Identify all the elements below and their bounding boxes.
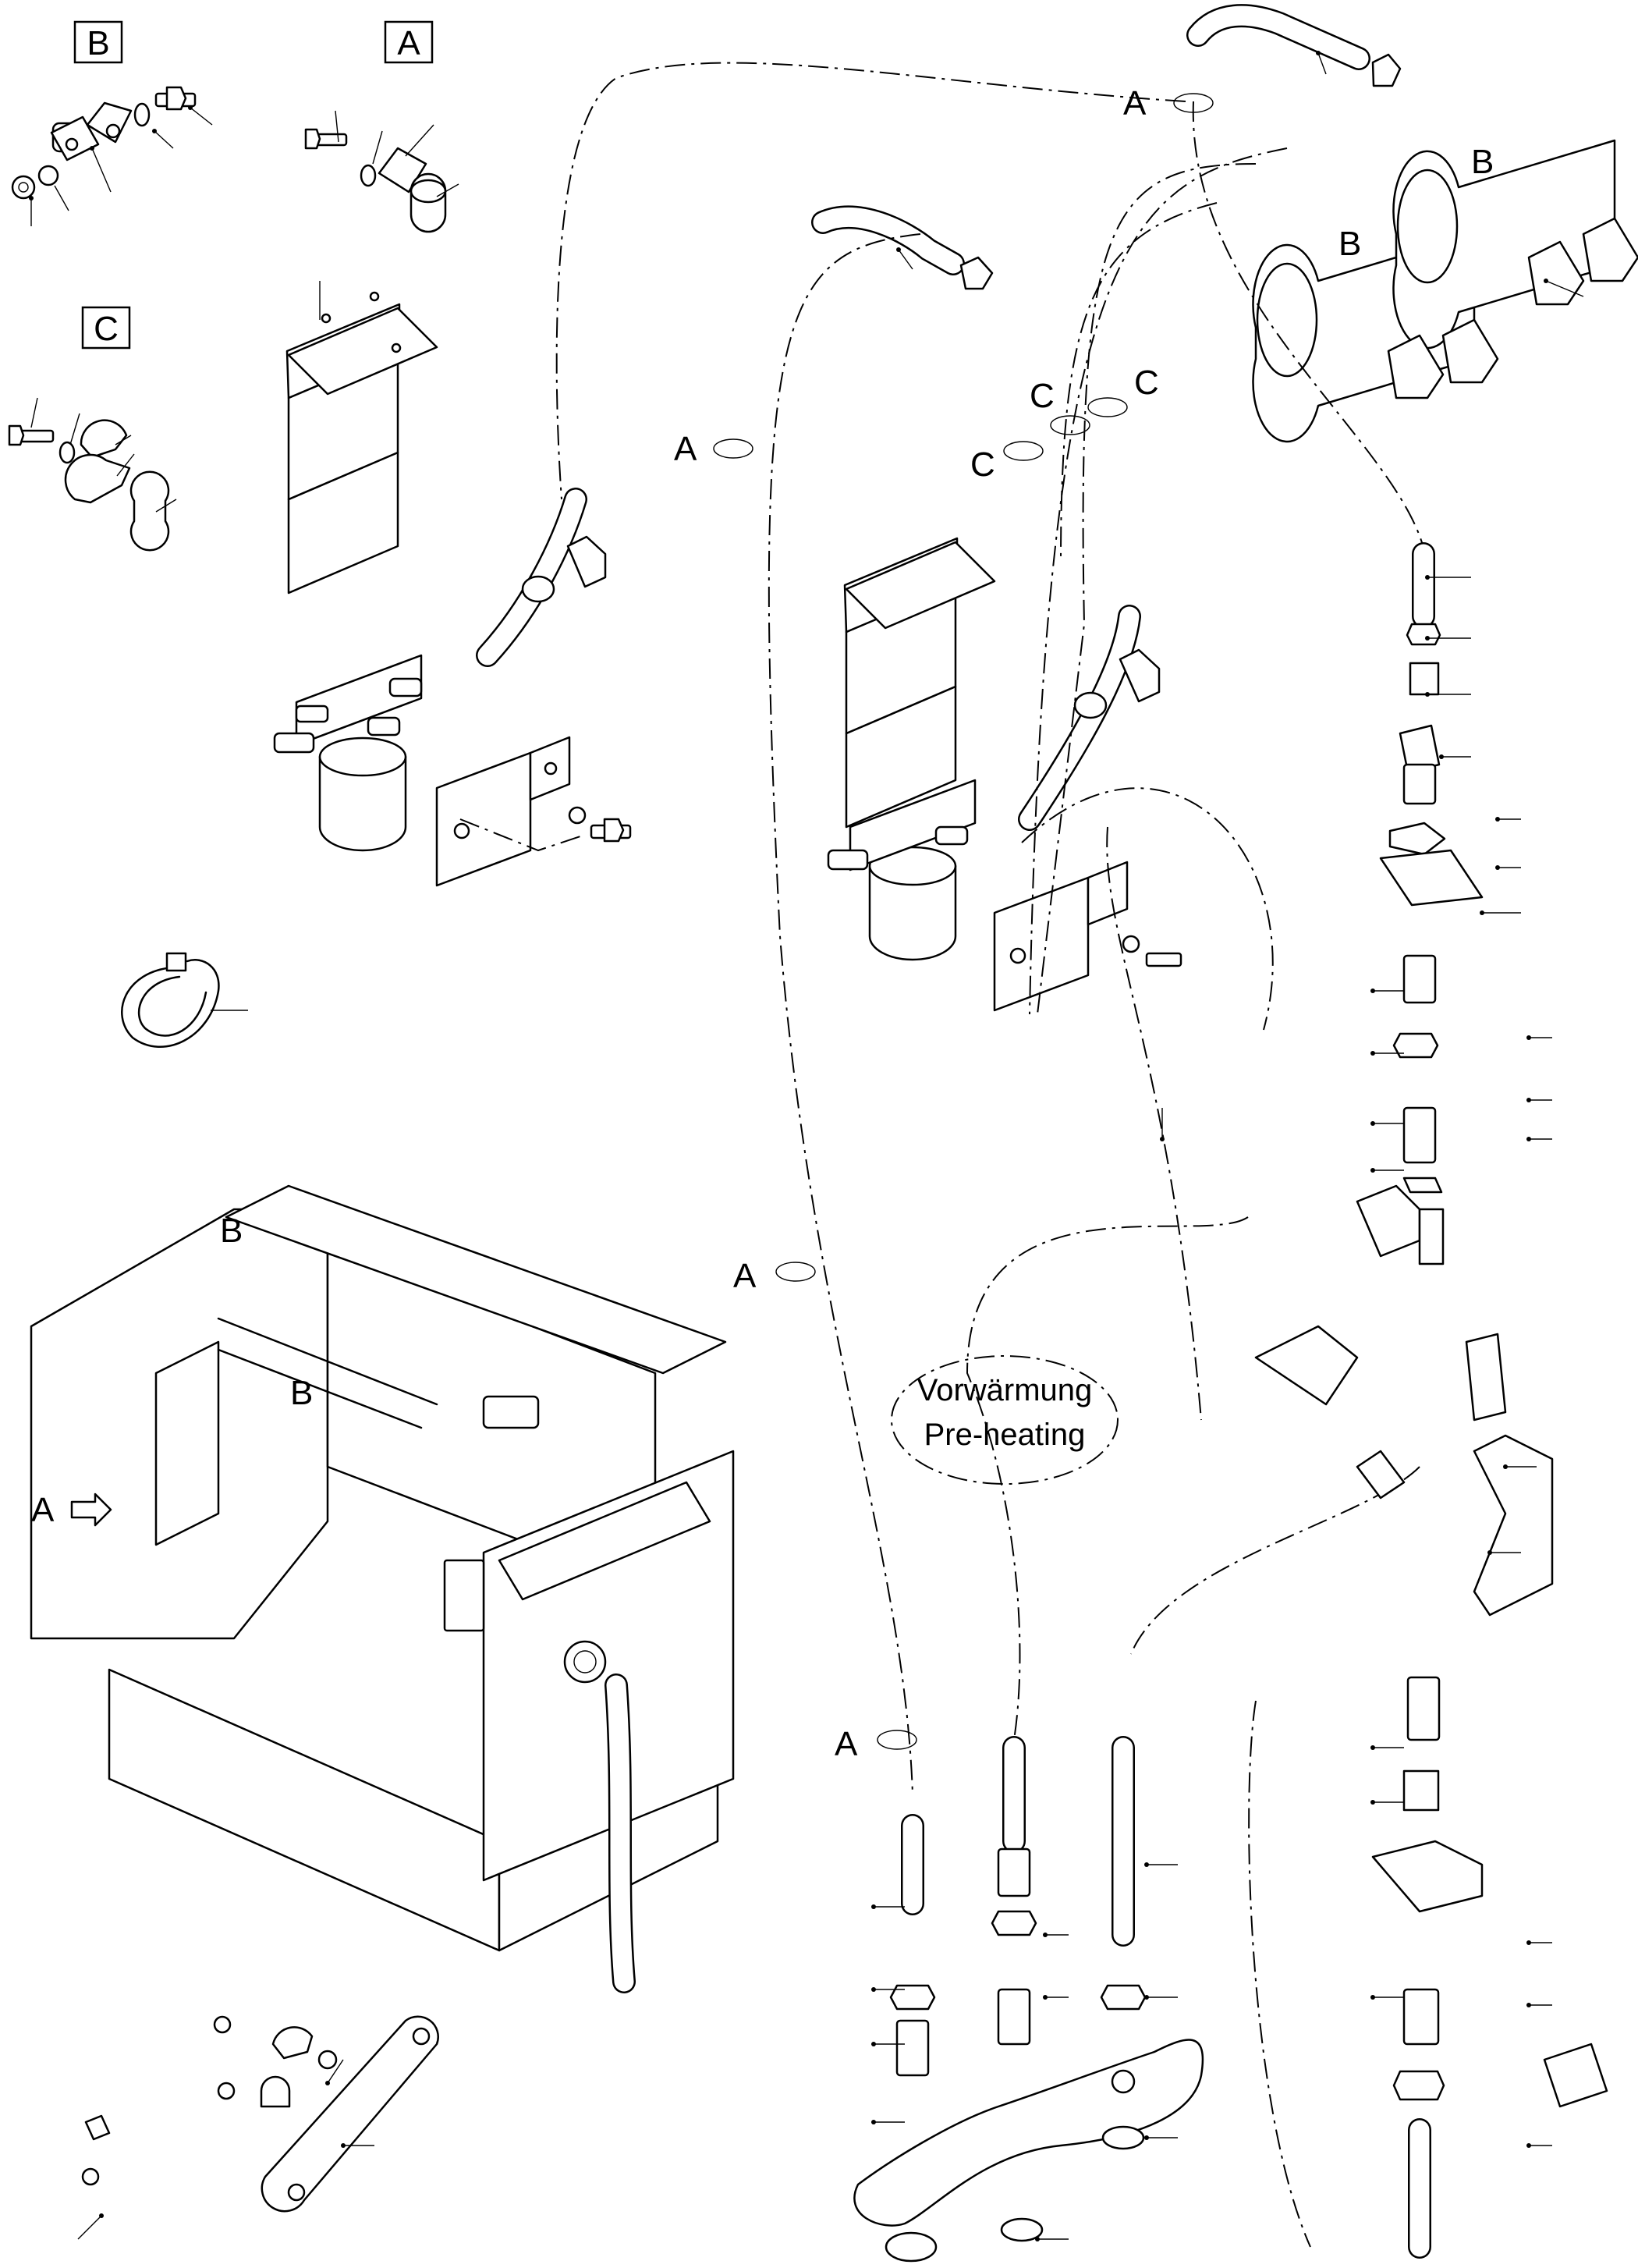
fitting-stack-right [1254, 542, 1608, 2259]
leader-lines [77, 51, 1584, 2241]
detail-c-box [81, 306, 131, 350]
cable-tie [121, 952, 248, 1048]
callout-a-bottom: A [835, 1725, 858, 1763]
bottom-plate-assembly [853, 1736, 1204, 2263]
dashed-routing [555, 62, 1428, 2248]
hardware-lower-left [81, 2015, 439, 2213]
detail-b-label: B [87, 24, 109, 62]
callouts: A A A A B B C C C [674, 84, 1494, 1763]
detail-c-label: C [94, 310, 119, 348]
callout-a-lower: A [733, 1257, 757, 1295]
preheating-line-2: Pre-heating [924, 1418, 1086, 1452]
detail-b: B [11, 20, 213, 226]
detail-a-label: A [397, 24, 420, 62]
callout-a-top: A [1123, 84, 1147, 122]
callout-b-tank-2: B [290, 1374, 313, 1412]
callout-a-tank: A [31, 1491, 55, 1529]
detail-b-box [73, 20, 123, 64]
callout-a-mid: A [674, 430, 697, 468]
callout-c-1: C [1030, 377, 1055, 415]
callout-b-1: B [1471, 143, 1494, 181]
detail-a: A [304, 20, 459, 233]
bracket-left [435, 736, 632, 887]
preheating-note: Vorwärmung Pre-heating [891, 1355, 1119, 1485]
hose-upper [476, 4, 1402, 831]
callout-c-2: C [1134, 364, 1159, 402]
tank-callouts: B B A [31, 1212, 313, 1529]
callout-c-3: C [970, 445, 995, 484]
detail-a-box [384, 20, 434, 64]
detail-c: C [8, 306, 177, 552]
callout-b-2: B [1338, 225, 1361, 263]
preheating-line-1: Vorwärmung [917, 1373, 1093, 1407]
filter-assembly-center [827, 537, 1182, 1012]
tank-unit [30, 1184, 735, 1993]
callout-b-tank-1: B [220, 1212, 243, 1250]
filter-assembly-left [273, 281, 438, 852]
cylinders-b [1252, 139, 1638, 443]
